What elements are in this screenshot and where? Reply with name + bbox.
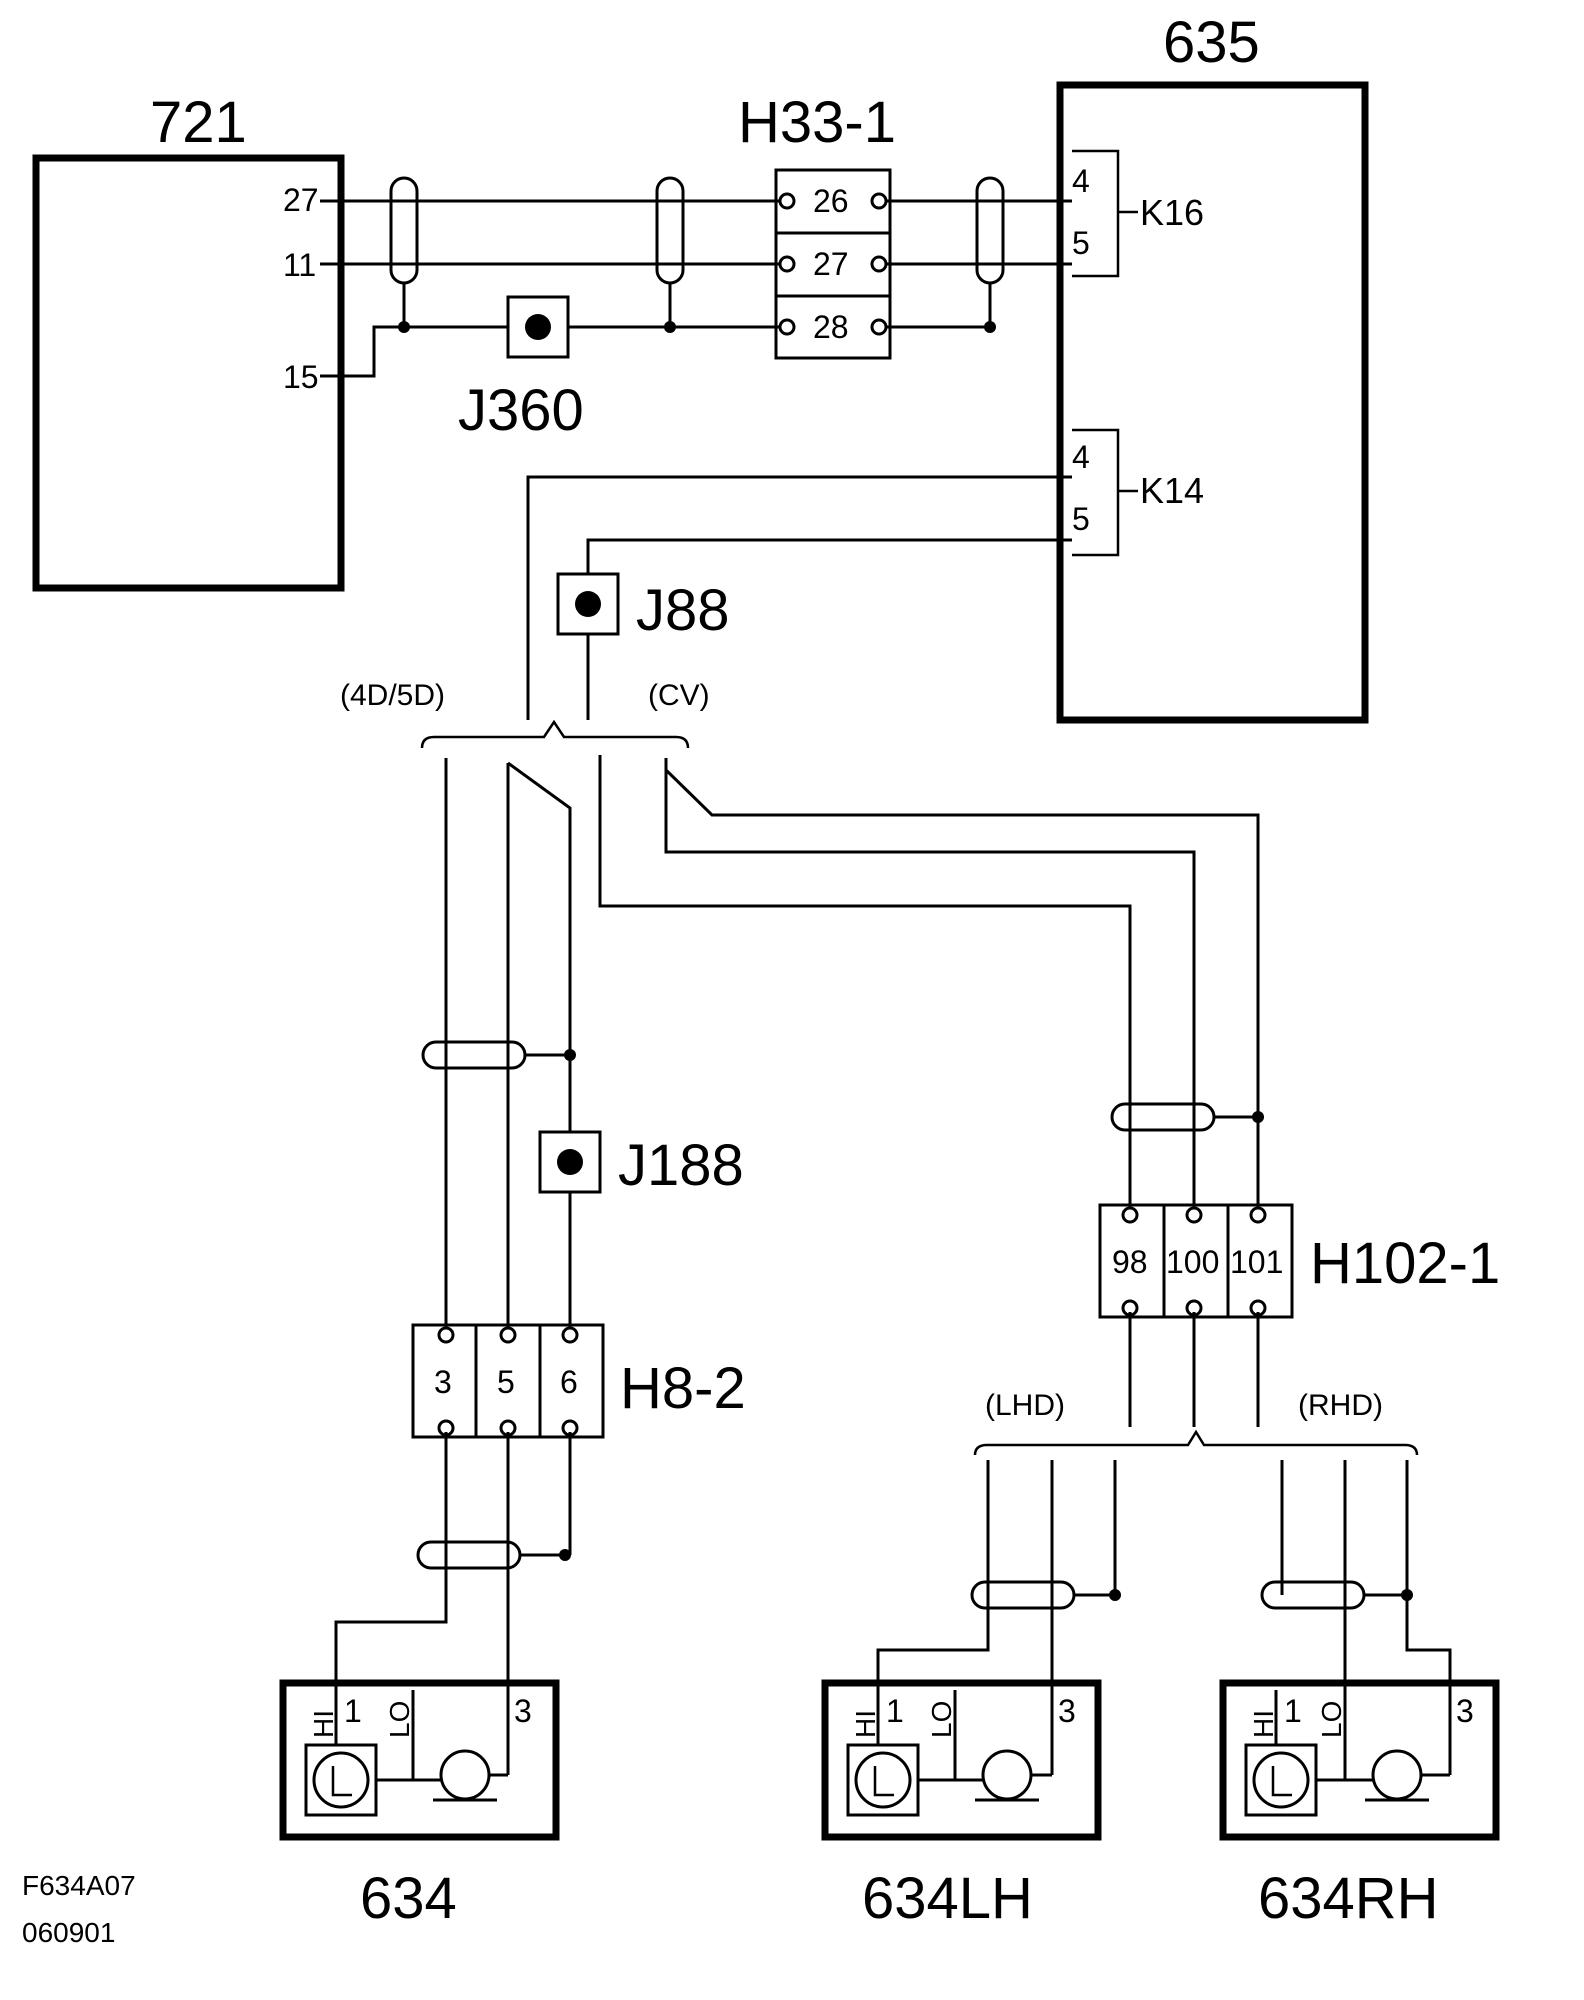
sensor-634rh-pin3: 3 (1456, 1693, 1474, 1729)
h102-pin-98: 98 (1112, 1244, 1148, 1280)
connector-h102-1-label: H102-1 (1310, 1231, 1500, 1296)
pin-721-11: 11 (283, 247, 316, 283)
h8-pin-5: 5 (497, 1364, 515, 1400)
component-721-label: 721 (150, 90, 247, 155)
figure-ref-code: F634A07 (22, 1870, 136, 1901)
wires-to-634rh (1260, 1460, 1452, 1775)
splice-j188-label: J188 (618, 1133, 744, 1198)
sensor-634lh-pin3: 3 (1058, 1693, 1076, 1729)
k16-label: K16 (1140, 192, 1204, 233)
variant-4d5d-label: (4D/5D) (340, 679, 445, 712)
h8-pin-6: 6 (560, 1364, 578, 1400)
wires-721-to-635 (320, 176, 1072, 378)
h102-pin-100: 100 (1166, 1244, 1219, 1280)
h8-pin-3: 3 (434, 1364, 452, 1400)
sensor-634rh-lo: LO (1316, 1701, 1347, 1738)
sensor-634: HI LO 1 3 634 (279, 1679, 560, 1931)
sensor-634-lo: LO (384, 1701, 415, 1738)
connector-h8-2-label: H8-2 (620, 1356, 746, 1421)
figure-reference: F634A07 060901 (22, 1870, 136, 1948)
variant-cv-label: (CV) (648, 679, 710, 712)
sensor-634rh-pin1: 1 (1284, 1693, 1302, 1729)
splice-j188: J188 (538, 1130, 744, 1198)
k14-pin-5: 5 (1072, 501, 1090, 537)
h33-pin-26: 26 (813, 183, 849, 219)
wires-to-634lh (876, 1460, 1121, 1775)
sensor-634lh-hi: HI (850, 1710, 881, 1738)
sensor-634rh: HI LO 1 3 634RH (1219, 1679, 1500, 1931)
variant-lhd-label: (LHD) (985, 1389, 1065, 1422)
sensor-634-hi: HI (308, 1710, 339, 1738)
k14-label: K14 (1140, 470, 1204, 511)
splice-j360-label: J360 (458, 378, 584, 443)
h102-pin-101: 101 (1230, 1244, 1283, 1280)
pin-721-15: 15 (283, 359, 319, 395)
connector-h8-2: 3 5 6 H8-2 (411, 1323, 746, 1439)
k16-pin-5: 5 (1072, 225, 1090, 261)
sensor-634-pin3: 3 (514, 1693, 532, 1729)
connector-h33-1: H33-1 26 27 28 (738, 90, 896, 360)
pin-721-27: 27 (283, 182, 319, 218)
splice-j360: J360 (458, 295, 584, 443)
component-635: 635 K16 4 5 K14 4 5 (1056, 10, 1369, 724)
variant-brace-drive: (LHD) (RHD) (973, 1312, 1419, 1456)
splice-j88: J88 (556, 572, 730, 643)
component-635-label: 635 (1163, 10, 1260, 75)
h33-pin-27: 27 (813, 246, 849, 282)
sensor-634-label: 634 (360, 1866, 457, 1931)
sensor-634rh-hi: HI (1248, 1710, 1279, 1738)
k16-pin-4: 4 (1072, 163, 1090, 199)
figure-ref-date: 060901 (22, 1917, 115, 1948)
connector-h33-1-label: H33-1 (738, 90, 896, 155)
k14-pin-4: 4 (1072, 439, 1090, 475)
connector-h102-1: 98 100 101 H102-1 (1098, 1203, 1500, 1319)
variant-brace-body: (4D/5D) (CV) (340, 679, 710, 749)
sensor-634-pin1: 1 (344, 1693, 362, 1729)
wires-to-h102-1 (598, 755, 1264, 1210)
wires-to-h8-2 (421, 758, 576, 1335)
splice-j88-label: J88 (636, 578, 730, 643)
variant-rhd-label: (RHD) (1298, 1389, 1383, 1422)
sensor-634rh-label: 634RH (1258, 1866, 1439, 1931)
wires-h8-to-634 (334, 1432, 572, 1775)
h33-pin-28: 28 (813, 309, 849, 345)
sensor-634lh-label: 634LH (862, 1866, 1033, 1931)
component-721: 721 27 11 15 (32, 90, 345, 592)
sensor-634lh-lo: LO (926, 1701, 957, 1738)
wires-k14 (526, 475, 1072, 720)
sensor-634lh: HI LO 1 3 634LH (821, 1679, 1102, 1931)
sensor-634lh-pin1: 1 (886, 1693, 904, 1729)
